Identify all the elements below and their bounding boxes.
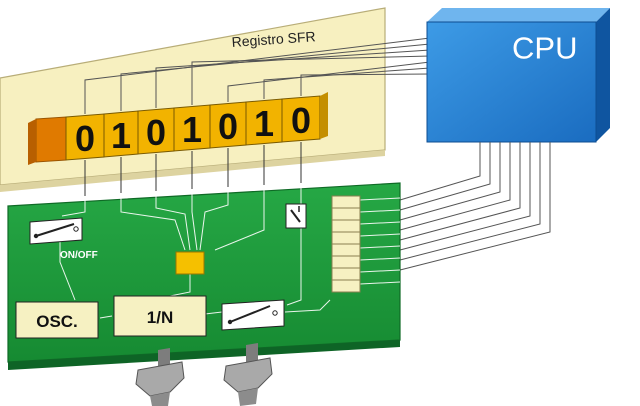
on-off-switch: ON/OFF	[29, 217, 98, 261]
bit-value-5: 1	[254, 103, 274, 144]
bit-value-1: 1	[111, 115, 131, 156]
bit-cell-1: 1	[103, 110, 139, 158]
on-off-label: ON/OFF	[60, 250, 98, 261]
bit-cell-0: 0	[65, 113, 105, 161]
cpu-block: CPU	[426, 8, 610, 143]
sfr-title: Registro SFR	[231, 28, 316, 50]
selector-chip	[175, 251, 205, 275]
small-toggle	[285, 203, 307, 229]
board-pins	[135, 343, 273, 406]
output-connector	[331, 195, 361, 293]
circuit-board: ON/OFF OSC. 1/N	[7, 182, 401, 370]
bit-cell-5: 1	[245, 98, 283, 146]
osc-label: OSC.	[36, 312, 78, 331]
bit-cell-3: 1	[173, 104, 211, 152]
cpu-label: CPU	[512, 30, 577, 65]
bit-value-6: 0	[291, 100, 311, 141]
sfr-bits: 0 1 0 1 0 1 0	[28, 92, 328, 165]
bit-value-3: 1	[182, 109, 202, 150]
bit-value-4: 0	[218, 106, 238, 147]
output-switch	[221, 299, 285, 331]
bit-value-0: 0	[75, 118, 95, 159]
bit-cell-4: 0	[209, 101, 247, 149]
bit-cell-6: 0	[281, 95, 321, 143]
cpu-to-board-wires	[399, 142, 551, 271]
bit-cell-extra	[35, 116, 67, 163]
register-to-cpu-wires	[84, 37, 431, 114]
register-to-board-wires	[84, 142, 302, 196]
bit-value-2: 0	[146, 112, 166, 153]
divider-label: 1/N	[147, 308, 173, 327]
pin-left	[135, 348, 185, 406]
divider-box: 1/N	[113, 295, 207, 337]
pin-right	[223, 343, 273, 406]
board-traces	[59, 183, 401, 319]
oscillator-box: OSC.	[15, 301, 99, 339]
bit-cell-2: 0	[137, 107, 175, 155]
